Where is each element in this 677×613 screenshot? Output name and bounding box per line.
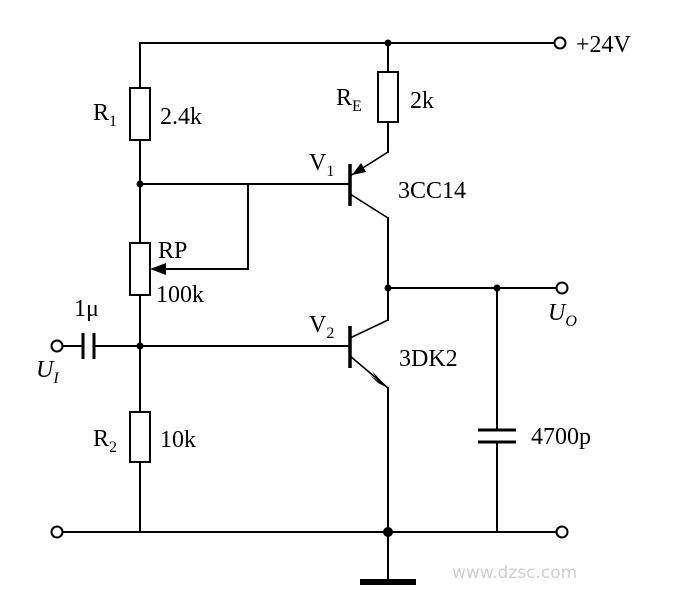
capacitor-output bbox=[478, 428, 516, 444]
rp-label: RP bbox=[158, 238, 187, 264]
r2-label: R2 bbox=[93, 426, 117, 456]
junction-dots bbox=[136, 39, 501, 537]
wires bbox=[62, 42, 557, 583]
potentiometer-rp bbox=[129, 242, 151, 296]
watermark: www.dzsc.com bbox=[452, 563, 577, 583]
transistor-v2 bbox=[348, 319, 389, 389]
input-terminal bbox=[50, 339, 64, 353]
supply-label: +24V bbox=[576, 32, 632, 58]
v1-label: V1 bbox=[309, 150, 334, 180]
resistor-r1 bbox=[129, 87, 151, 141]
ground-right-terminal bbox=[555, 525, 569, 539]
capacitor-input bbox=[81, 333, 96, 359]
r1-label: R1 bbox=[93, 100, 117, 130]
ground-left-terminal bbox=[50, 525, 64, 539]
r1-value: 2.4k bbox=[160, 104, 202, 130]
rp-wiper-arrow bbox=[150, 263, 166, 275]
re-value: 2k bbox=[410, 88, 434, 114]
input-label: UI bbox=[36, 357, 59, 387]
v2-type: 3DK2 bbox=[399, 346, 458, 372]
resistor-r2 bbox=[129, 411, 151, 463]
resistor-re bbox=[377, 71, 399, 123]
rp-value: 100k bbox=[156, 282, 204, 308]
output-label: UO bbox=[548, 300, 577, 330]
transistor-v1 bbox=[348, 151, 389, 219]
r2-value: 10k bbox=[160, 427, 196, 453]
v2-label: V2 bbox=[309, 312, 334, 342]
cin-value: 1μ bbox=[74, 296, 99, 322]
output-terminal bbox=[555, 281, 569, 295]
re-label: RE bbox=[336, 85, 362, 115]
terminals bbox=[50, 36, 569, 539]
v1-type: 3CC14 bbox=[398, 178, 466, 204]
cout-value: 4700p bbox=[531, 424, 591, 450]
supply-terminal bbox=[553, 36, 567, 50]
